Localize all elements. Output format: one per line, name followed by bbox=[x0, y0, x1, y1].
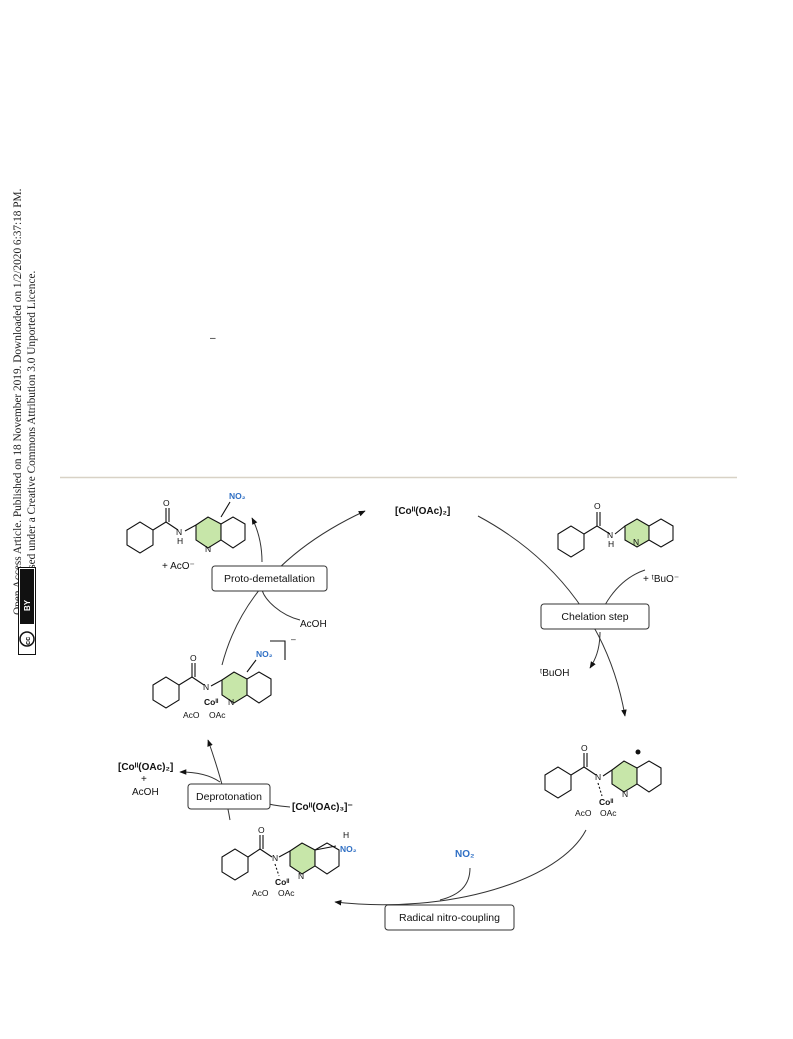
radical-nitro-coupling-box[interactable]: Radical nitro-coupling bbox=[384, 904, 515, 931]
tbuo-label: + ᵗBuO⁻ bbox=[643, 574, 679, 585]
ring-n-e: N bbox=[205, 544, 211, 554]
aco-b: AcO bbox=[575, 808, 592, 818]
chelation-step-box[interactable]: Chelation step bbox=[540, 603, 650, 630]
atom-o-d: O bbox=[190, 653, 197, 663]
anionic-nitro-complex-structure: NO₂ O N Coᴵᴵ N AcO OAc – bbox=[152, 634, 296, 720]
chelation-step-label: Chelation step bbox=[561, 611, 628, 623]
oac-b: OAc bbox=[600, 808, 617, 818]
no2-group-d: NO₂ bbox=[256, 649, 273, 659]
atom-o-b: O bbox=[581, 743, 588, 753]
atom-o-e: O bbox=[163, 498, 170, 508]
no2-group-e: NO₂ bbox=[229, 491, 246, 501]
catalyst-label: [Coᴵᴵ(OAc)₂] bbox=[395, 506, 450, 517]
nitrated-product-structure: NO₂ O N H N bbox=[126, 491, 246, 554]
deprotonation-box[interactable]: Deprotonation bbox=[187, 783, 271, 810]
arrow-to-anion bbox=[207, 739, 231, 821]
acoh-top-label: AcOH bbox=[300, 619, 327, 630]
atom-h-e: H bbox=[177, 536, 183, 546]
no2-radical-label: NO₂ bbox=[455, 849, 474, 860]
arrow-to-nitro-adduct bbox=[334, 829, 587, 906]
cc-by-badge[interactable]: BY cc bbox=[18, 567, 36, 655]
cobalt-d: Coᴵᴵ bbox=[204, 697, 219, 707]
atom-n-b: N bbox=[595, 772, 601, 782]
arrow-co-oac2-out bbox=[179, 769, 221, 783]
ring-n-d: N bbox=[228, 697, 234, 707]
tbuoh-label: ᵗBuOH bbox=[540, 668, 569, 679]
cc-by-label: BY bbox=[23, 599, 32, 611]
atom-n-ring: N bbox=[633, 537, 639, 547]
ring-n-b: N bbox=[622, 789, 628, 799]
cobalt-c: Coᴵᴵ bbox=[275, 877, 290, 887]
starting-amide-structure: O N H N bbox=[557, 501, 674, 558]
atom-n-d: N bbox=[203, 682, 209, 692]
arrow-no2-in bbox=[439, 867, 471, 901]
ring-n-c: N bbox=[298, 871, 304, 881]
co-oac3-label: [Coᴵᴵ(OAc)₃]⁻ bbox=[292, 802, 353, 813]
atom-h: H bbox=[608, 539, 614, 549]
no2-group-c: NO₂ bbox=[340, 844, 357, 854]
atom-h-c: H bbox=[343, 830, 349, 840]
atom-nh: N bbox=[607, 530, 613, 540]
atom-o: O bbox=[594, 501, 601, 511]
atom-nh-e: N bbox=[176, 527, 182, 537]
aco-c: AcO bbox=[252, 888, 269, 898]
chelated-radical-structure: O N Coᴵᴵ N AcO OAc bbox=[544, 743, 662, 818]
arrow-acoh-in bbox=[261, 589, 301, 621]
oac-c: OAc bbox=[278, 888, 295, 898]
aco-d: AcO bbox=[183, 710, 200, 720]
proto-demetallation-box[interactable]: Proto-demetallation bbox=[211, 565, 328, 592]
oac-d: OAc bbox=[209, 710, 226, 720]
arrow-tbuoh-out bbox=[589, 631, 601, 669]
nitro-adduct-structure: H NO₂ O N Coᴵᴵ N AcO OAc bbox=[221, 825, 357, 898]
atom-o-c: O bbox=[258, 825, 265, 835]
atom-n-c: N bbox=[272, 853, 278, 863]
proto-demetallation-label: Proto-demetallation bbox=[224, 573, 315, 585]
plus-label: + bbox=[141, 774, 147, 785]
stray-dash: – bbox=[210, 333, 216, 344]
co-oac2-left-label: [Coᴵᴵ(OAc)₂] bbox=[118, 762, 173, 773]
arrow-product-out bbox=[251, 517, 263, 563]
acetate-label: + AcO⁻ bbox=[162, 561, 195, 572]
cc-label: cc bbox=[23, 637, 32, 645]
cobalt-b: Coᴵᴵ bbox=[599, 797, 614, 807]
arrow-to-chelated bbox=[477, 515, 627, 717]
deprotonation-label: Deprotonation bbox=[196, 791, 262, 803]
radical-nitro-coupling-label: Radical nitro-coupling bbox=[399, 912, 500, 924]
anion-charge: – bbox=[291, 634, 296, 644]
acoh-left-label: AcOH bbox=[132, 787, 159, 798]
